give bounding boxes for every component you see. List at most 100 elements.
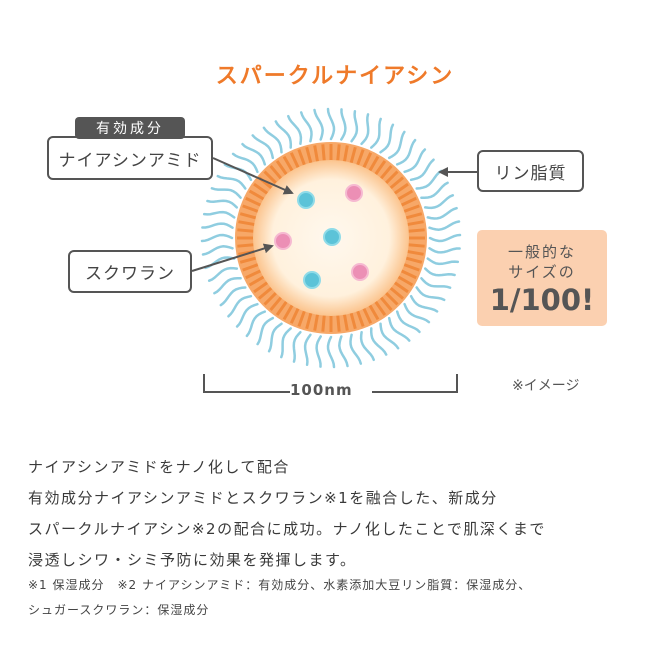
lipid-head [399, 196, 417, 208]
lipid-head [289, 306, 301, 324]
lipid-tail [420, 181, 449, 200]
lipid-head [405, 220, 424, 227]
lipid-head [289, 152, 301, 170]
lipid-tail [280, 327, 292, 359]
lipid-head [355, 149, 365, 168]
lipid-tail [206, 199, 239, 209]
lipid-tail [428, 247, 461, 254]
lipid-head [282, 303, 295, 321]
lipid-tail [409, 158, 435, 182]
lipid-head [404, 212, 423, 220]
lipid-head [399, 268, 417, 280]
lipid-tail [231, 152, 259, 174]
lipid-tail [359, 330, 375, 362]
lipid-head [253, 280, 270, 294]
lipid-head [282, 155, 295, 173]
phospholipid-tails [200, 107, 462, 369]
lipid-head [401, 262, 420, 272]
lipid-head [253, 182, 270, 196]
lipid-tail [326, 335, 336, 369]
lipid-head [361, 306, 373, 324]
lipid-tail [409, 294, 439, 313]
lipid-head [404, 256, 423, 264]
lipid-tail [426, 257, 460, 266]
lipid-head [388, 285, 404, 300]
lipid-tail [241, 142, 267, 166]
lipid-tail [326, 107, 336, 141]
lipid-tail [387, 316, 411, 342]
lipid-head [336, 144, 341, 163]
footnotes: ※1 保湿成分 ※2 ナイアシンアミド：有効成分、水素添加大豆リン脂質：保湿成分… [28, 573, 531, 623]
lipid-head [239, 212, 258, 220]
lipid-tail [251, 134, 275, 160]
lipid-head [238, 220, 257, 227]
lipid-tail [428, 233, 462, 243]
lipid-head [406, 243, 425, 248]
lipid-tail [349, 333, 363, 365]
squalane-particle [345, 184, 363, 202]
lipid-tail [379, 322, 400, 350]
lipid-tail [213, 276, 242, 295]
lipid-head [378, 165, 393, 181]
description-line: 浸透しシワ・シミ予防に効果を発揮します。 [28, 551, 357, 569]
lipid-head [361, 152, 373, 170]
lipid-head [275, 160, 289, 177]
lipid-tail [267, 322, 283, 353]
lipid-tail [201, 222, 234, 229]
lipid-head [275, 299, 289, 316]
lipid-tail [420, 277, 452, 289]
lipid-head [405, 249, 424, 256]
lipid-tail [379, 123, 395, 154]
lipid-head [349, 146, 357, 165]
lipid-head [367, 155, 380, 173]
lipid-tail [313, 108, 324, 141]
lipid-head [258, 285, 274, 300]
lipid-head [406, 228, 425, 233]
scale-bracket [203, 374, 458, 393]
lipid-tail [350, 109, 359, 143]
squalane-arrow [191, 243, 274, 272]
lipid-tail [340, 108, 347, 141]
lipid-head [297, 308, 307, 327]
lipid-head [336, 313, 341, 332]
lipid-tail [274, 120, 293, 149]
lipid-tail [369, 327, 388, 356]
lipid-head [269, 295, 284, 311]
niacinamide-particle [297, 191, 315, 209]
lipid-tail [428, 220, 461, 231]
lipid-tail [423, 267, 456, 277]
lipid-head [367, 303, 380, 321]
lipid-head [396, 274, 414, 287]
lipid-tail [299, 111, 313, 143]
diagram-title: スパークルナイアシン [215, 64, 455, 89]
lipid-tail [395, 138, 417, 166]
lipid-tail [245, 310, 267, 338]
lipid-head [313, 312, 320, 331]
lipid-head [248, 274, 266, 287]
lipid-head [373, 299, 387, 316]
lipid-head [401, 204, 420, 214]
description: ナイアシンアミドをナノ化して配合 有効成分ナイアシンアミドとスクワラン※1を融合… [28, 452, 546, 576]
lipid-head [388, 176, 404, 191]
lipid-tail [219, 286, 247, 307]
lipid-tail [415, 286, 446, 302]
footnote-line: シュガースクワラン：保湿成分 [28, 603, 210, 617]
lipid-head [239, 256, 258, 264]
squalane-label: スクワラン [68, 250, 192, 293]
lipid-tail [235, 302, 259, 328]
lipid-head [237, 243, 256, 248]
size-callout-ratio: 1/100! [489, 283, 595, 317]
lipid-tail [200, 233, 234, 243]
image-note: ※イメージ [512, 378, 580, 394]
lipid-head [263, 170, 279, 186]
lipid-head [378, 295, 393, 311]
niacinamide-particle [303, 271, 321, 289]
lipid-tail [387, 130, 406, 160]
lipid-head [396, 189, 414, 202]
niacinamide-arrow [212, 157, 294, 195]
lipid-tail [227, 294, 253, 318]
lipid-head [313, 145, 320, 164]
lipid-head [245, 268, 263, 280]
nanoparticle-diagram [191, 107, 477, 393]
lipid-head [342, 145, 349, 164]
